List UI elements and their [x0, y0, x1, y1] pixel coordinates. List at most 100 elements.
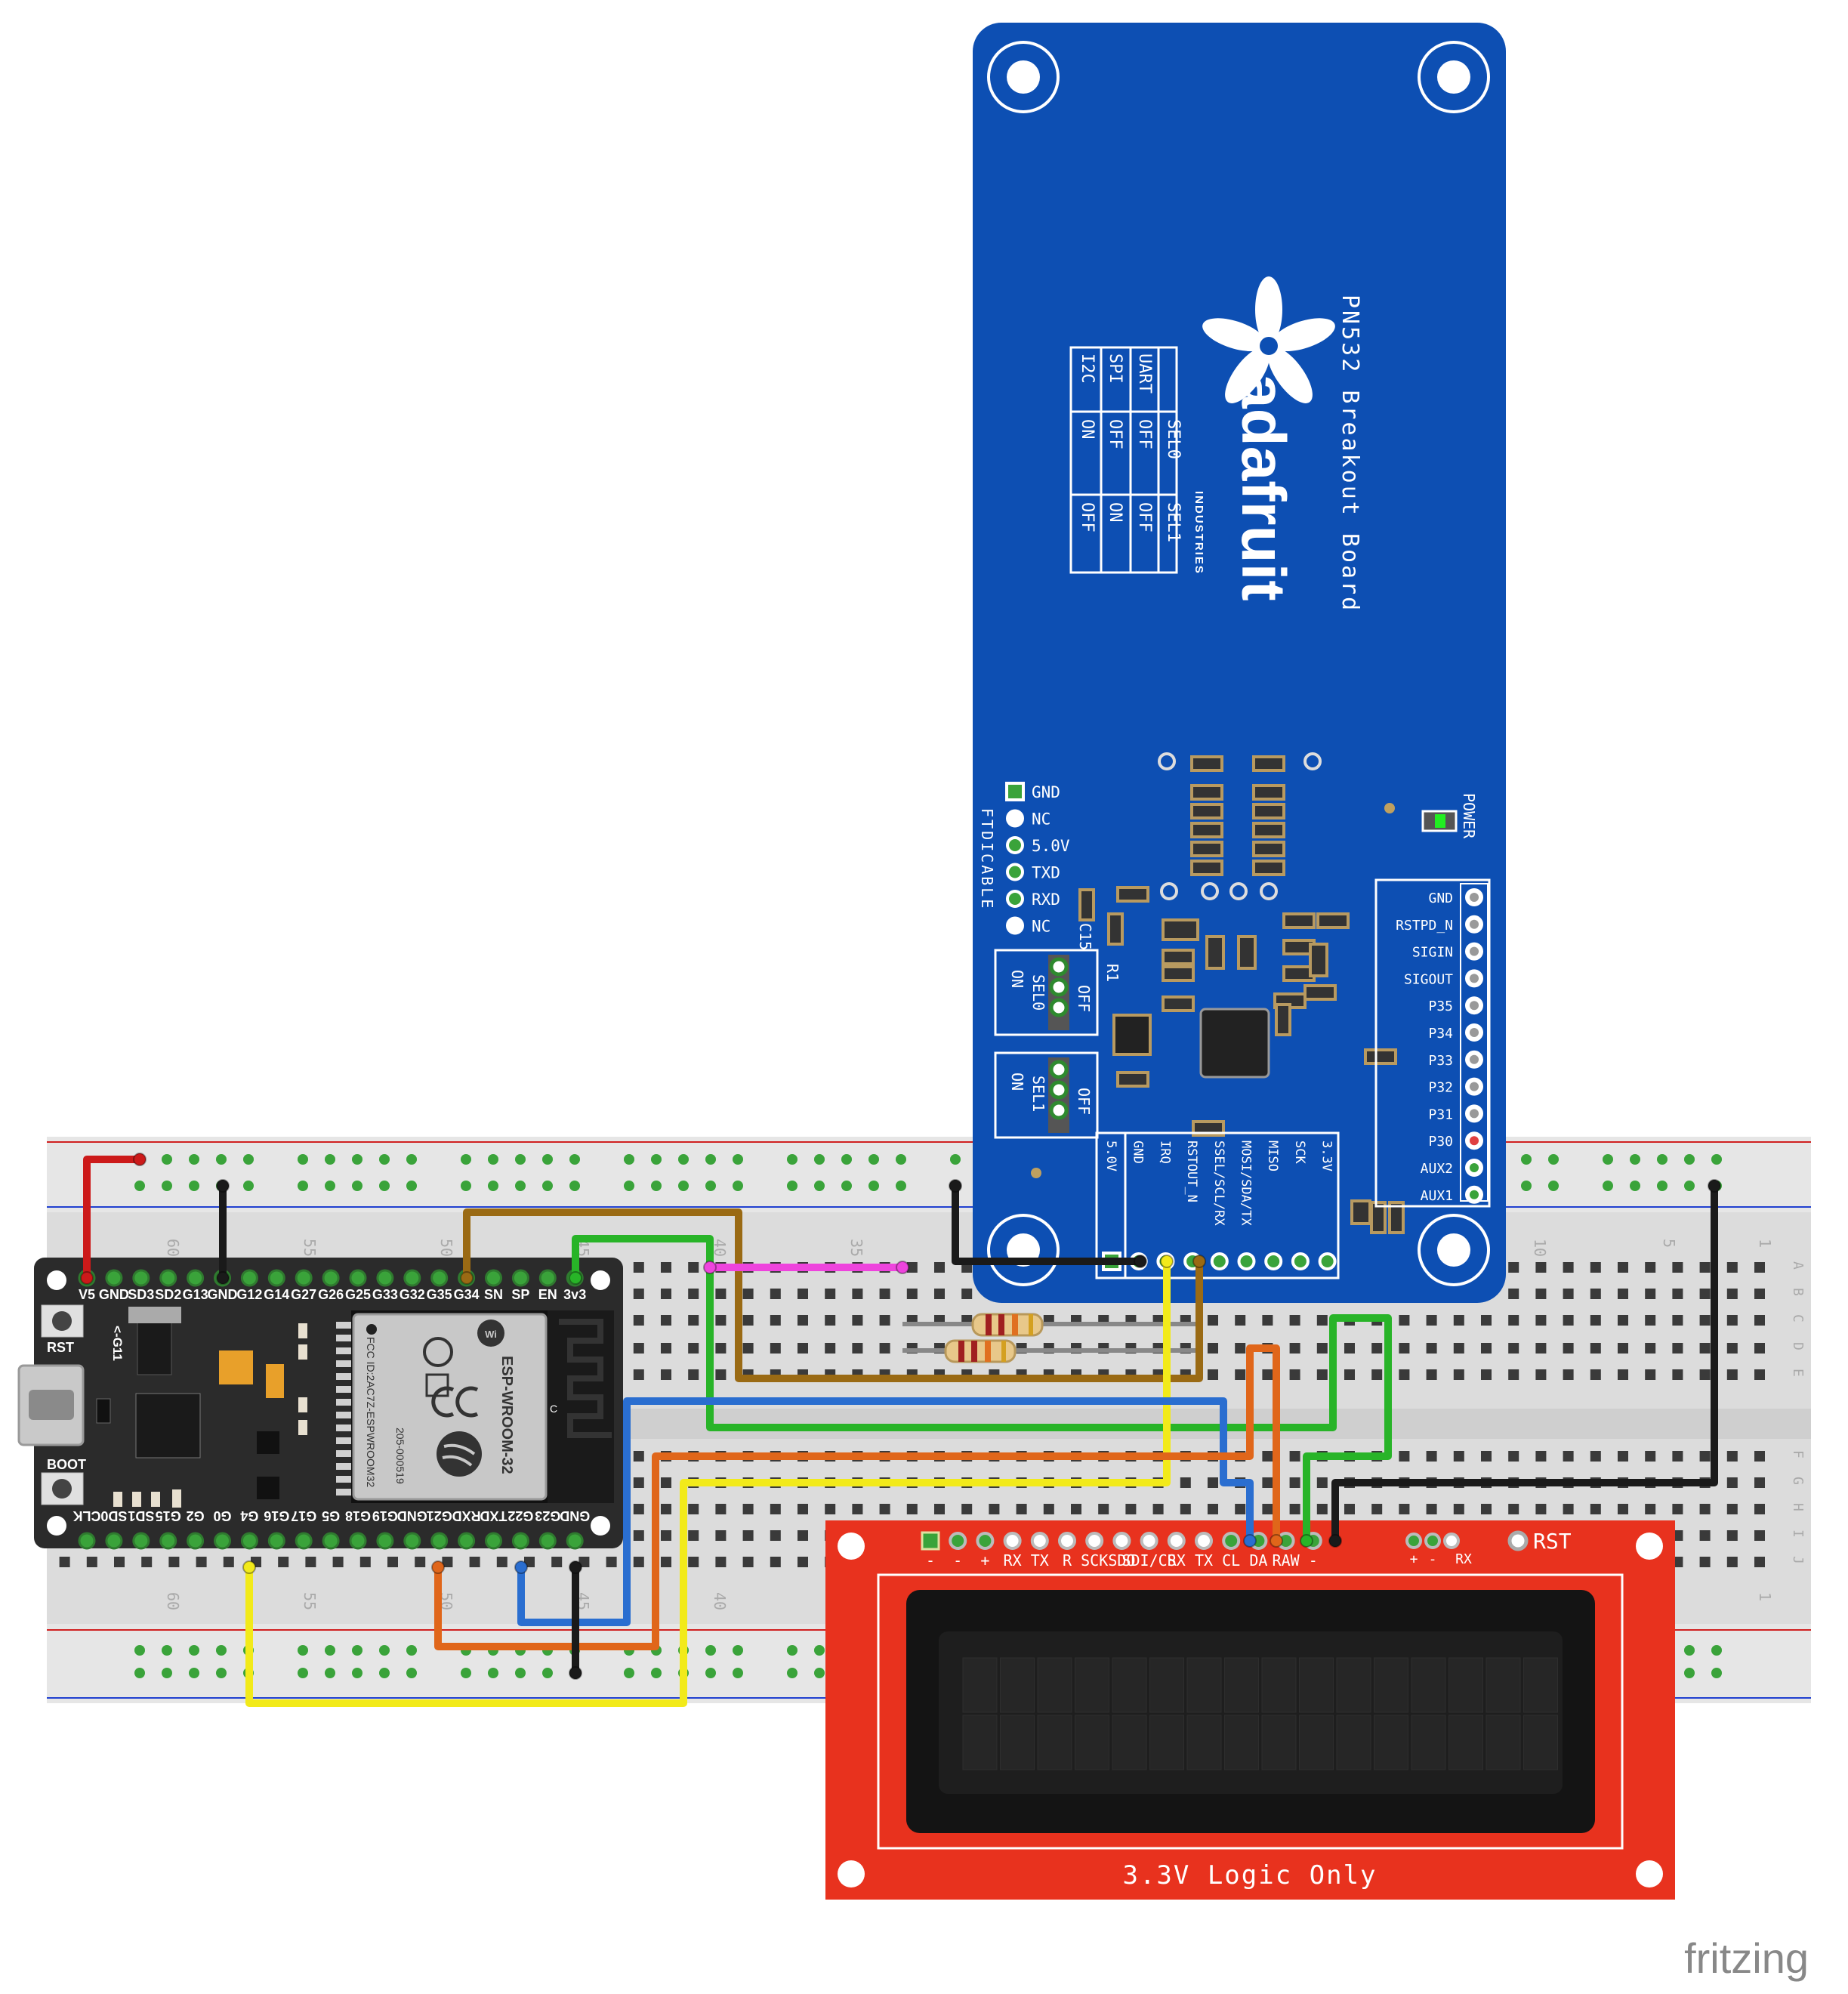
esp32-pin[interactable] — [322, 1532, 340, 1550]
rail-hole[interactable] — [162, 1645, 172, 1656]
breadboard-hole[interactable] — [1699, 1262, 1711, 1273]
breadboard-hole[interactable] — [1563, 1289, 1574, 1299]
breadboard-hole[interactable] — [1426, 1343, 1437, 1354]
breadboard-hole[interactable] — [86, 1557, 97, 1567]
breadboard-hole[interactable] — [1645, 1262, 1656, 1273]
breadboard-hole[interactable] — [1262, 1504, 1273, 1514]
breadboard-hole[interactable] — [661, 1315, 671, 1326]
breadboard-hole[interactable] — [1726, 1557, 1738, 1567]
breadboard-hole[interactable] — [1535, 1289, 1547, 1299]
rail-hole[interactable] — [1657, 1154, 1668, 1165]
rail-hole[interactable] — [1684, 1181, 1695, 1191]
breadboard-hole[interactable] — [825, 1315, 836, 1326]
rail-hole[interactable] — [787, 1181, 798, 1191]
breadboard-hole[interactable] — [1563, 1262, 1574, 1273]
breadboard-hole[interactable] — [906, 1262, 918, 1273]
rail-hole[interactable] — [1711, 1645, 1722, 1656]
wire-endpoint[interactable] — [569, 1560, 582, 1574]
rail-hole[interactable] — [352, 1181, 363, 1191]
breadboard-hole[interactable] — [1262, 1315, 1273, 1326]
rail-hole[interactable] — [298, 1668, 308, 1678]
rail-hole[interactable] — [1603, 1154, 1613, 1165]
breadboard-hole[interactable] — [1481, 1369, 1492, 1380]
lcd-pin[interactable] — [1058, 1532, 1076, 1550]
rail-hole[interactable] — [189, 1154, 199, 1165]
rail-hole[interactable] — [1521, 1154, 1532, 1165]
rail-hole[interactable] — [134, 1668, 145, 1678]
lcd-pin[interactable] — [1030, 1532, 1049, 1550]
rail-hole[interactable] — [1548, 1154, 1559, 1165]
breadboard-hole[interactable] — [1590, 1504, 1601, 1514]
breadboard-hole[interactable] — [1535, 1343, 1547, 1354]
breadboard-hole[interactable] — [1754, 1262, 1765, 1273]
rail-hole[interactable] — [814, 1645, 825, 1656]
breadboard-hole[interactable] — [1289, 1504, 1300, 1514]
rail-hole[interactable] — [733, 1181, 743, 1191]
lcd-pin[interactable] — [949, 1532, 967, 1550]
breadboard-hole[interactable] — [1043, 1504, 1054, 1514]
breadboard-hole[interactable] — [906, 1289, 918, 1299]
esp32-pin[interactable] — [538, 1269, 557, 1287]
header-pin[interactable] — [1237, 1252, 1256, 1270]
wire-endpoint[interactable] — [1270, 1534, 1283, 1548]
breadboard-hole[interactable] — [715, 1369, 727, 1380]
breadboard-hole[interactable] — [1754, 1343, 1765, 1354]
rail-hole[interactable] — [515, 1668, 526, 1678]
ftdi-pin[interactable] — [1006, 836, 1024, 854]
breadboard-hole[interactable] — [934, 1289, 945, 1299]
breadboard-hole[interactable] — [633, 1262, 644, 1273]
breadboard-hole[interactable] — [1125, 1504, 1137, 1514]
esp32-pin[interactable] — [159, 1269, 177, 1287]
breadboard-hole[interactable] — [633, 1557, 644, 1567]
wire-orange[interactable] — [434, 1344, 1280, 1650]
esp32-pin[interactable] — [132, 1269, 150, 1287]
rail-hole[interactable] — [325, 1181, 335, 1191]
breadboard-hole[interactable] — [906, 1504, 918, 1514]
breadboard-hole[interactable] — [1262, 1451, 1273, 1462]
breadboard-hole[interactable] — [798, 1289, 808, 1299]
breadboard-hole[interactable] — [798, 1315, 808, 1326]
lcd-aux-pin[interactable] — [1443, 1533, 1460, 1549]
header-pin[interactable] — [1264, 1252, 1283, 1270]
esp32-pin[interactable] — [322, 1269, 340, 1287]
rail-hole[interactable] — [896, 1181, 906, 1191]
breadboard-hole[interactable] — [633, 1530, 644, 1541]
breadboard-hole[interactable] — [196, 1557, 207, 1567]
rail-hole[interactable] — [1684, 1645, 1695, 1656]
breadboard-hole[interactable] — [1262, 1369, 1273, 1380]
breadboard-hole[interactable] — [1316, 1477, 1328, 1488]
breadboard-hole[interactable] — [742, 1315, 754, 1326]
breadboard-hole[interactable] — [688, 1530, 699, 1541]
breadboard-hole[interactable] — [1426, 1451, 1437, 1462]
breadboard-hole[interactable] — [879, 1504, 890, 1514]
rail-hole[interactable] — [1548, 1181, 1559, 1191]
breadboard-hole[interactable] — [1016, 1504, 1027, 1514]
breadboard-hole[interactable] — [1645, 1504, 1656, 1514]
breadboard-hole[interactable] — [1235, 1504, 1246, 1514]
rail-hole[interactable] — [1630, 1181, 1640, 1191]
breadboard-hole[interactable] — [1262, 1477, 1273, 1488]
esp32-pin[interactable] — [187, 1532, 205, 1550]
breadboard-hole[interactable] — [59, 1557, 70, 1567]
rail-hole[interactable] — [814, 1668, 825, 1678]
breadboard-hole[interactable] — [1508, 1289, 1519, 1299]
breadboard-hole[interactable] — [1316, 1343, 1328, 1354]
breadboard-hole[interactable] — [1754, 1289, 1765, 1299]
breadboard-hole[interactable] — [1208, 1315, 1218, 1326]
breadboard-hole[interactable] — [1699, 1504, 1711, 1514]
breadboard-hole[interactable] — [879, 1343, 890, 1354]
breadboard-hole[interactable] — [359, 1557, 371, 1567]
esp32-pin[interactable] — [187, 1269, 205, 1287]
breadboard-hole[interactable] — [1399, 1315, 1410, 1326]
breadboard-hole[interactable] — [1481, 1451, 1492, 1462]
breadboard-hole[interactable] — [1508, 1369, 1519, 1380]
esp32-pin[interactable] — [376, 1532, 394, 1550]
breadboard-hole[interactable] — [168, 1557, 180, 1567]
breadboard-hole[interactable] — [1508, 1451, 1519, 1462]
breadboard-hole[interactable] — [633, 1369, 644, 1380]
breadboard-hole[interactable] — [1208, 1369, 1218, 1380]
lcd-aux-pin[interactable] — [1405, 1533, 1422, 1549]
rail-hole[interactable] — [352, 1154, 363, 1165]
breadboard-hole[interactable] — [742, 1530, 754, 1541]
esp32-pin[interactable] — [485, 1532, 502, 1550]
